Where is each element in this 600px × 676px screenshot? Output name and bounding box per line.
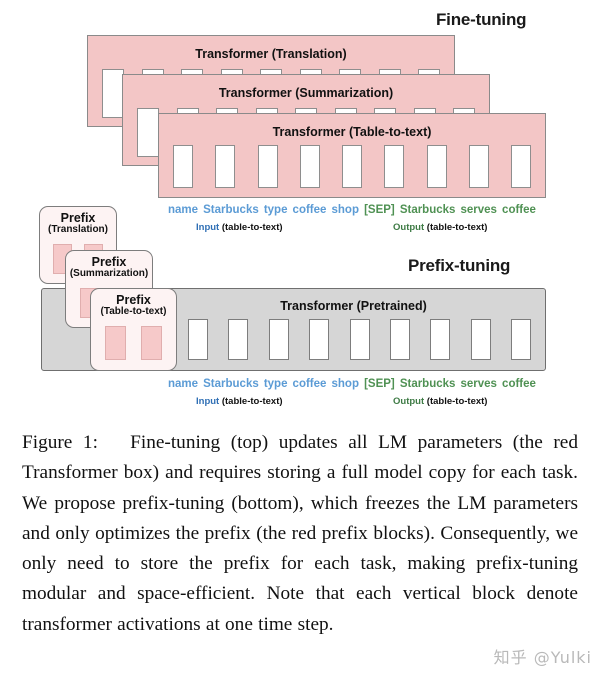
activation-block (426, 145, 447, 188)
token: [SEP] (364, 378, 395, 390)
token: Starbucks (399, 204, 456, 216)
activation-block (188, 319, 208, 360)
token-row-prefix-tuning: name Starbucks type coffee shop [SEP] St… (168, 378, 536, 390)
legend-output-prefix-tuning: Output (table-to-text) (393, 396, 487, 407)
section-title-fine-tuning: Fine-tuning (436, 10, 527, 29)
token: Starbucks (203, 204, 259, 216)
prefix-card-label: Prefix (Summarization) (66, 256, 152, 279)
token: Starbucks (399, 378, 456, 390)
legend-input-task: (table-to-text) (221, 222, 283, 233)
section-title-prefix-tuning: Prefix-tuning (408, 256, 511, 275)
token: name (168, 204, 199, 216)
prefix-block (141, 326, 162, 360)
token: shop (331, 204, 359, 216)
activation-block (268, 319, 289, 360)
activation-block (299, 145, 320, 188)
token-row-fine-tuning: name Starbucks type coffee shop [SEP] St… (168, 204, 536, 216)
activation-block (257, 145, 278, 188)
legend-input-word: Input (196, 222, 220, 233)
activation-block (102, 69, 124, 118)
transformer-box-label: Transformer (Translation) (195, 47, 347, 61)
prefix-blocks-row (105, 326, 162, 360)
activation-block (342, 145, 362, 188)
activation-block (215, 145, 236, 188)
token: type (263, 378, 288, 390)
token: Starbucks (203, 378, 259, 390)
activation-block (468, 145, 489, 188)
legend-input-fine-tuning: Input (table-to-text) (196, 222, 283, 233)
figure-caption: Figure 1: Fine-tuning (top) updates all … (22, 428, 578, 640)
activation-block (228, 319, 249, 360)
activation-block (309, 319, 330, 360)
legend-output-task: (table-to-text) (426, 222, 488, 233)
transformer-box-table-to-text: Transformer (Table-to-text) (158, 113, 546, 198)
token: coffee (502, 378, 536, 390)
prefix-card-task: (Translation) (47, 224, 108, 235)
legend-output-word: Output (393, 396, 425, 407)
prefix-card-title: Prefix (91, 255, 127, 269)
legend-output-fine-tuning: Output (table-to-text) (393, 222, 487, 233)
legend-input-task: (table-to-text) (221, 396, 283, 407)
token: coffee (292, 378, 327, 390)
activation-block (384, 145, 405, 188)
token: coffee (292, 204, 327, 216)
activation-block (430, 319, 451, 360)
figure-caption-label: Figure 1: (22, 432, 98, 453)
token: coffee (502, 204, 536, 216)
transformer-box-label: Transformer (Summarization) (218, 86, 394, 100)
activation-block (470, 319, 491, 360)
activation-blocks-row (173, 145, 531, 188)
prefix-card-title: Prefix (60, 211, 96, 225)
token: serves (460, 204, 497, 216)
token: name (168, 378, 199, 390)
activation-block (137, 108, 159, 157)
activation-block (511, 145, 531, 188)
activation-block (173, 145, 193, 188)
prefix-card-task: (Table-to-text) (100, 306, 167, 317)
token: serves (460, 378, 497, 390)
prefix-card-label: Prefix (Table-to-text) (91, 294, 176, 317)
token: shop (331, 378, 359, 390)
prefix-card-task: (Summarization) (69, 268, 149, 279)
activation-block (511, 319, 531, 360)
legend-input-word: Input (196, 396, 220, 407)
prefix-card-label: Prefix (Translation) (40, 212, 116, 235)
token: [SEP] (364, 204, 395, 216)
transformer-box-label: Transformer (Table-to-text) (272, 125, 432, 139)
prefix-block (105, 326, 126, 360)
activation-block (349, 319, 370, 360)
legend-output-task: (table-to-text) (426, 396, 488, 407)
activation-blocks-row (188, 319, 531, 360)
legend-input-prefix-tuning: Input (table-to-text) (196, 396, 283, 407)
legend-output-word: Output (393, 222, 425, 233)
transformer-box-label: Transformer (Pretrained) (280, 299, 427, 313)
prefix-card-table-to-text: Prefix (Table-to-text) (90, 288, 177, 371)
prefix-card-title: Prefix (116, 293, 151, 307)
activation-block (389, 319, 410, 360)
figure-caption-text: Fine-tuning (top) updates all LM paramet… (22, 432, 578, 635)
watermark: 知乎 @Yulki (493, 648, 592, 667)
token: type (263, 204, 288, 216)
